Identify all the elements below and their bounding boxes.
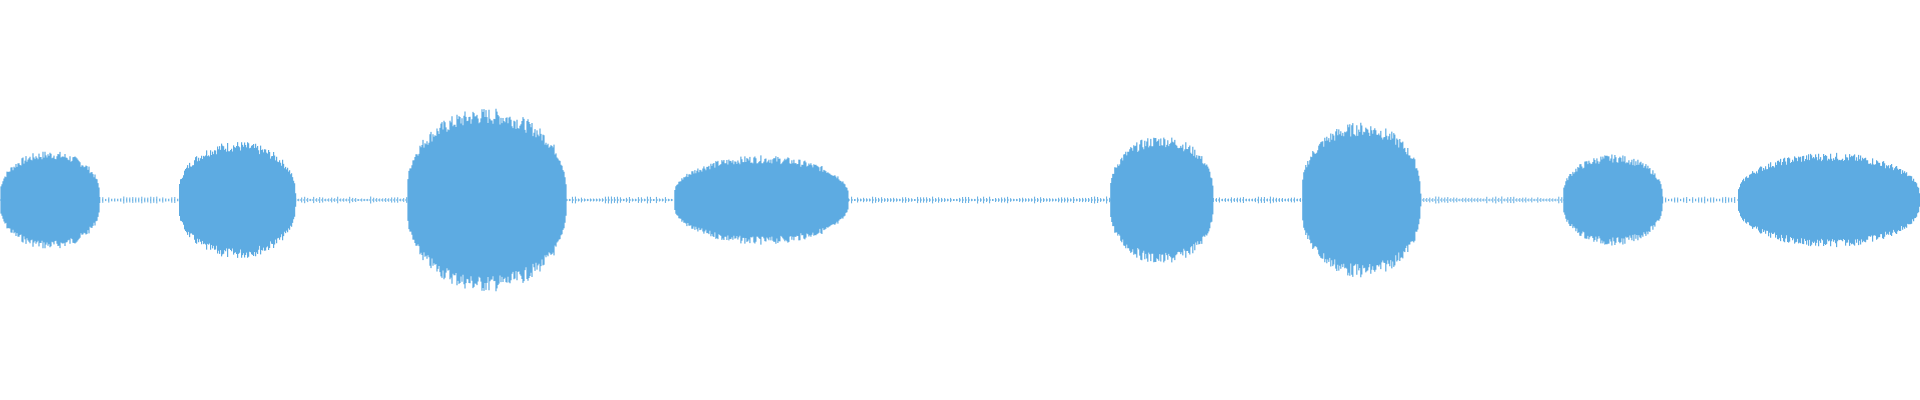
waveform-segment [407,108,567,292]
waveform-segment [674,155,849,245]
waveform-segment [1302,122,1422,278]
waveform-bars [0,108,1920,292]
waveform-segment [1563,154,1663,246]
waveform-segment [179,142,297,258]
waveform-segment [0,151,100,249]
waveform-segment [1110,137,1214,263]
waveform-segment [1738,152,1920,248]
